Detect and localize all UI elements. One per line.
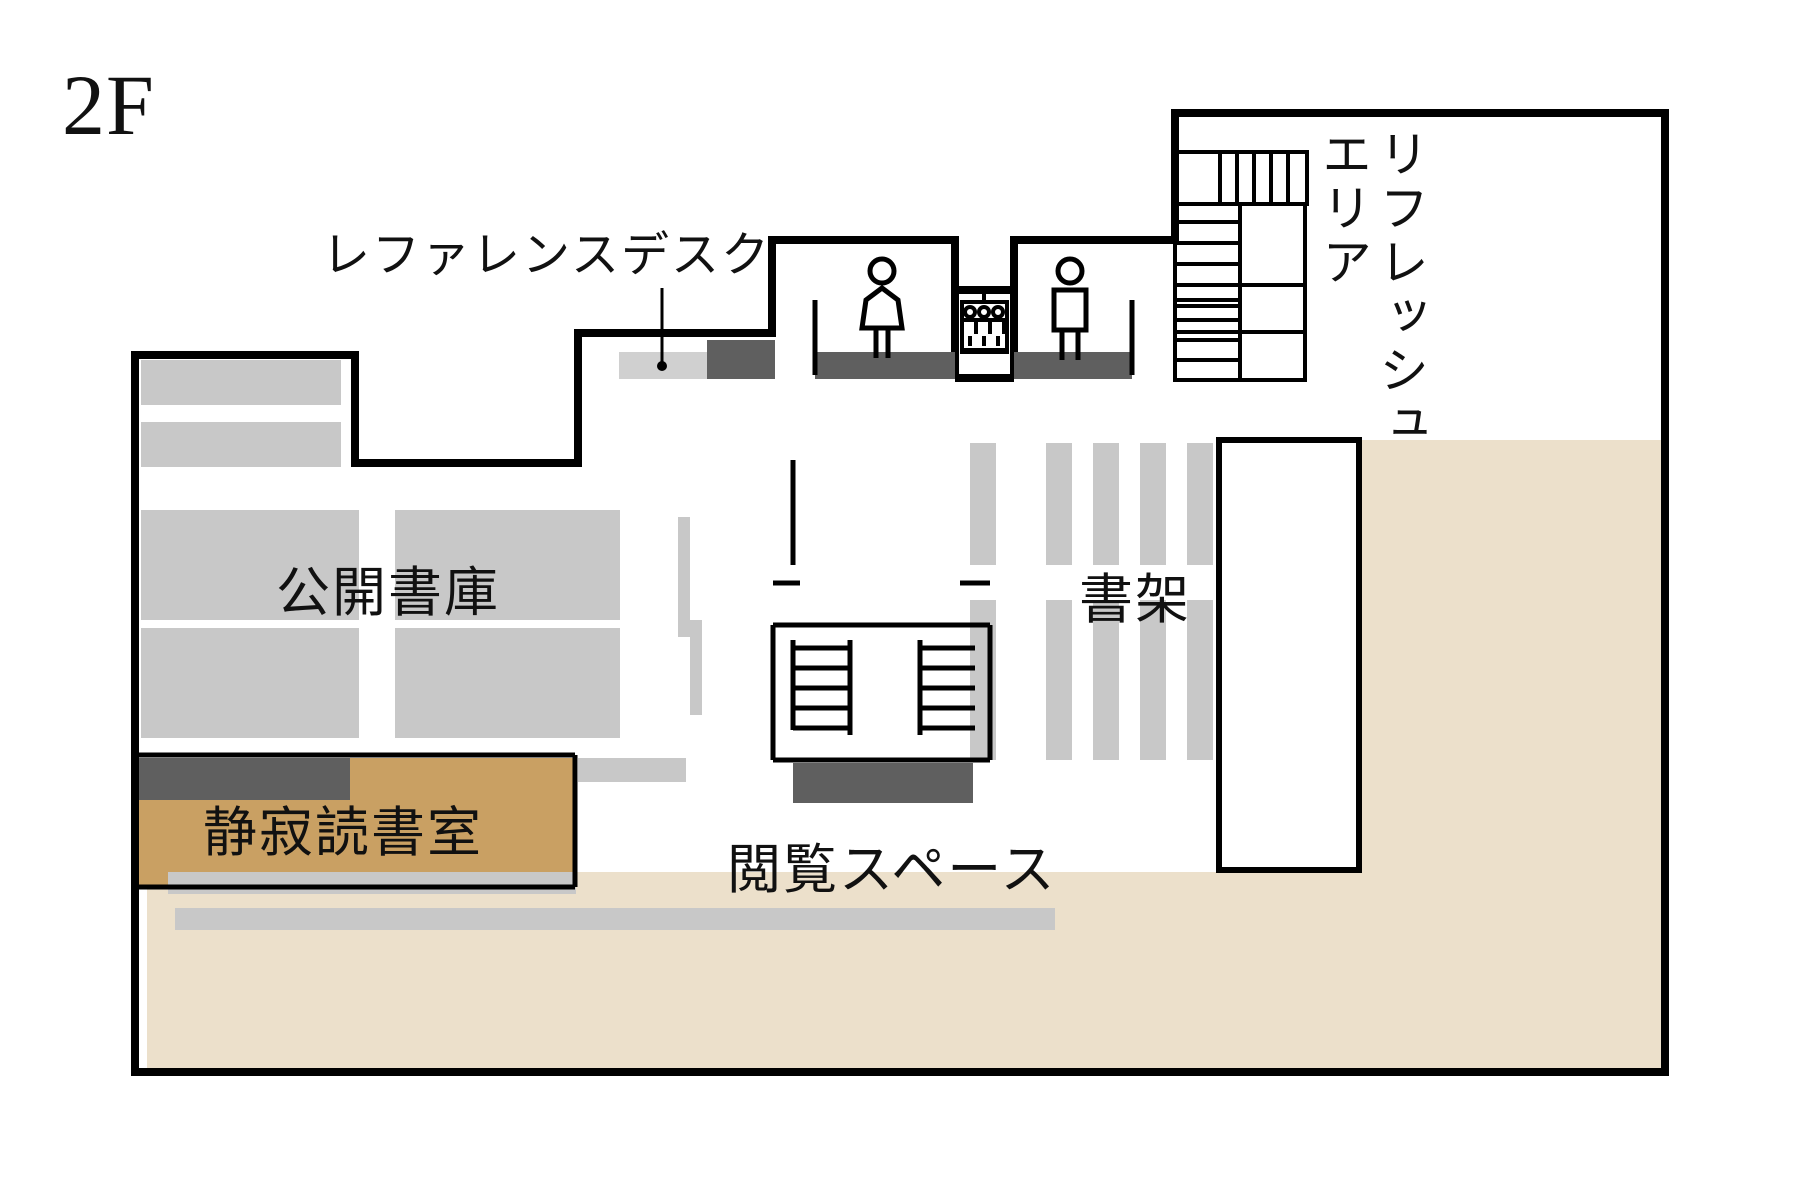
reference-desk-label: レファレンスデスク	[322, 229, 772, 282]
multipurpose-room-icon	[960, 290, 1009, 354]
open-stacks-divider-marks	[678, 517, 702, 715]
reference-desk-leader	[657, 288, 667, 371]
reading-room-right-outline	[1216, 437, 1362, 873]
mens-restroom-icon	[1051, 256, 1089, 360]
floor-tag: 2F	[62, 57, 155, 153]
stairs-landing-band	[793, 763, 973, 803]
bookshelf-blocks	[970, 443, 1213, 760]
reference-desk-counter	[619, 340, 775, 379]
womens-restroom-icon	[859, 256, 905, 358]
reading-space-fill	[147, 440, 1665, 1072]
refresh-area-label-line2: リフレッシュ	[1372, 128, 1428, 452]
quiet-reading-room-dark-band	[135, 758, 350, 800]
bookshelves-label: 書架	[1079, 570, 1191, 630]
quiet-reading-room-outline	[135, 752, 578, 890]
stairs-icon-center	[770, 460, 993, 763]
restroom-fixture-bands	[815, 352, 1132, 379]
reading-space-label: 閲覧スペース	[727, 840, 1057, 900]
open-stacks-shelves	[141, 360, 620, 738]
open-stacks-label: 公開書庫	[276, 563, 500, 623]
refresh-area-label-line1: エリア	[1315, 128, 1371, 290]
restroom-partition-lines	[812, 300, 1135, 375]
quiet-reading-room-label: 静寂読書室	[203, 803, 483, 863]
stairs-icon-lower	[1173, 283, 1307, 382]
